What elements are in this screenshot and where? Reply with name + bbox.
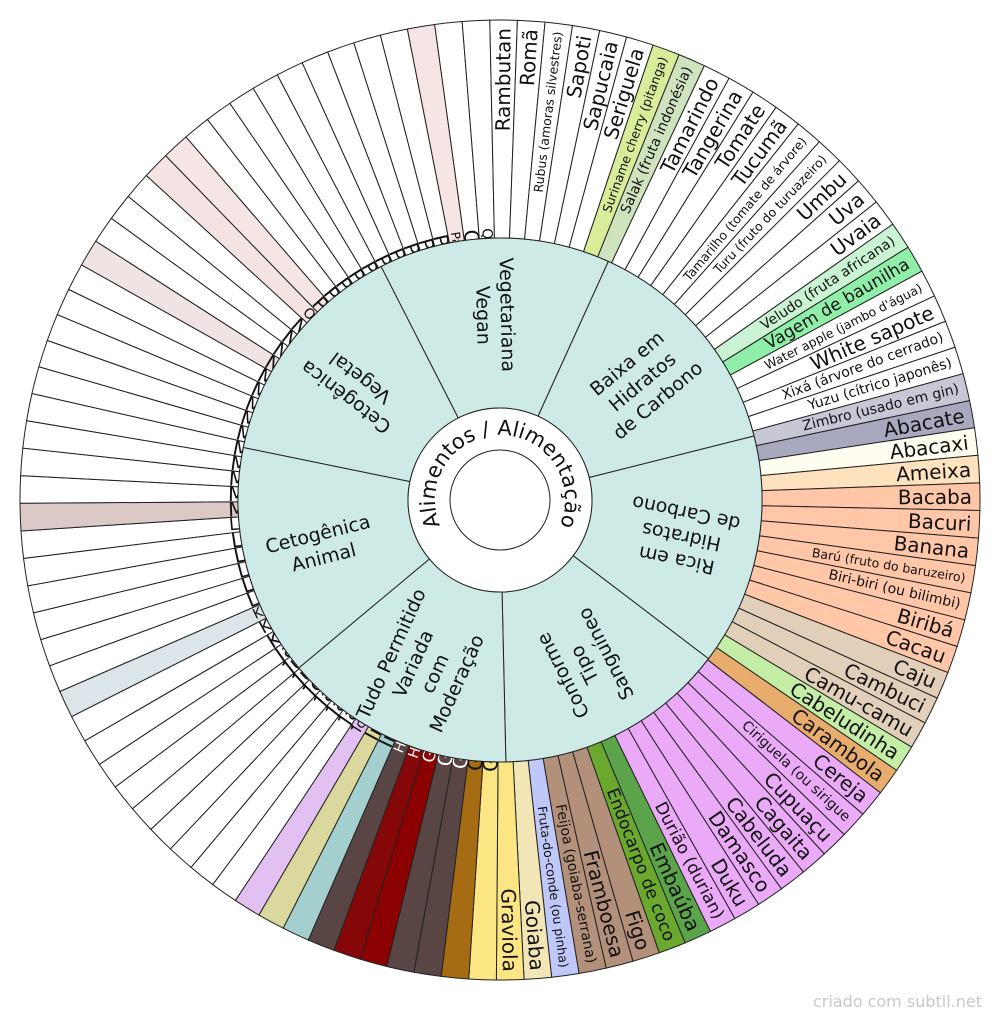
- center-hole: [449, 449, 551, 551]
- fruit-label: Goiaba: [520, 899, 549, 971]
- fruit-slice: Ameixa: [760, 454, 981, 492]
- fruit-slice: Goiaba: [512, 759, 553, 980]
- credit-text: criado com subtil.net: [812, 992, 982, 1011]
- diet-category: VegetarianaVegan: [380, 237, 610, 419]
- diet-category-ring: VegetarianaVegan Baixa emHidratosde Carbo…: [237, 237, 763, 763]
- diet-category: Baixa emHidratosde Carbono: [537, 260, 755, 479]
- diet-category: CetogênicaAnimal: [237, 446, 431, 669]
- diet-category: Rica emHidratosde Carbono: [572, 435, 763, 660]
- fruit-label: Ameixa: [895, 458, 972, 487]
- fruit-label: Bacuri: [907, 509, 972, 536]
- fruit-slice: Bacaba: [761, 482, 981, 512]
- fruit-slice: Bacuri: [760, 505, 981, 539]
- fruit-label: Rambutan: [491, 28, 516, 132]
- diet-category-line: Vegetariana: [495, 257, 520, 372]
- fruit-label: Bacaba: [898, 485, 972, 510]
- diet-category-label: VegetarianaVegan: [471, 257, 520, 372]
- diet-category: Tudo PermitidoVariadacomModeração: [298, 558, 507, 763]
- fruit-slice: Banana: [758, 520, 980, 567]
- fruit-label: Graviola: [496, 888, 522, 972]
- fruit-label: Romã: [515, 28, 543, 86]
- diet-category: ConformeTipoSanguíneo: [501, 555, 710, 763]
- center-ring: Alimentos / Alimentação: [407, 407, 593, 593]
- fruit-slice: Graviola: [495, 761, 525, 981]
- diet-category: CetogênicaVegetal: [242, 265, 459, 483]
- diet-category-line: Vegan: [471, 286, 494, 345]
